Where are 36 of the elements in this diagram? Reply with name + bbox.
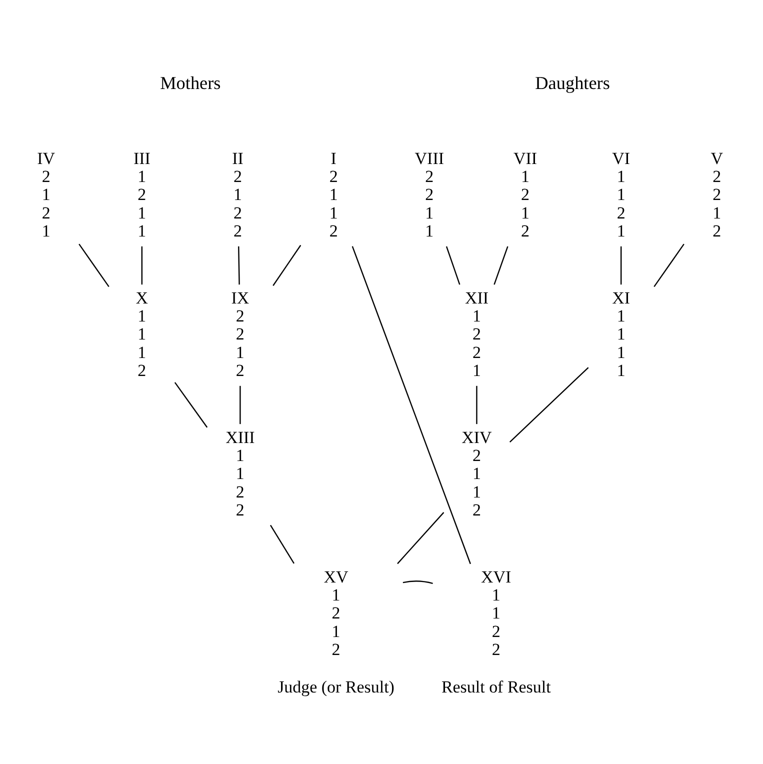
- connector: [78, 243, 110, 287]
- node-text: IX 2 2 1 2: [231, 288, 250, 380]
- node-text: V 2 2 1 2: [710, 148, 724, 240]
- node-text: X 1 1 1 2: [136, 288, 148, 380]
- connector: [272, 244, 302, 286]
- node-label: Result of Result: [441, 677, 551, 696]
- connector: [476, 385, 478, 424]
- node-text: XII 1 2 2 1: [464, 288, 489, 380]
- node-text: XIII 1 1 2 2: [226, 427, 255, 520]
- node-text: XVI 1 1 2 2: [481, 566, 512, 659]
- connector: [509, 366, 589, 442]
- connector: [494, 246, 508, 284]
- connector: [270, 524, 294, 564]
- node-text: XV 1 2 1 2: [324, 566, 348, 659]
- node-text: III 1 2 1 1: [133, 148, 150, 240]
- label: Daughters: [535, 72, 610, 92]
- node-text: I 2 1 1 2: [329, 148, 338, 240]
- connector: [654, 243, 684, 287]
- connector: [402, 580, 433, 584]
- node-text: II 2 1 2 2: [232, 148, 244, 240]
- node-label: Judge (or Result): [278, 677, 394, 696]
- connector: [620, 246, 622, 284]
- node-text: VII 1 2 1 2: [513, 148, 538, 240]
- connector: [238, 246, 240, 284]
- connector: [174, 382, 208, 428]
- connector: [352, 246, 471, 564]
- connector: [141, 246, 143, 284]
- node-text: VI 1 1 2 1: [612, 148, 630, 240]
- connector: [446, 246, 460, 284]
- node-text: IV 2 1 2 1: [37, 148, 56, 240]
- node-text: XI 1 1 1 1: [612, 288, 630, 380]
- connector: [240, 385, 241, 424]
- node-text: VIII 2 2 1 1: [414, 148, 444, 240]
- connector: [397, 512, 444, 564]
- node-text: XIV 2 1 1 2: [462, 427, 492, 520]
- label: Mothers: [160, 72, 221, 92]
